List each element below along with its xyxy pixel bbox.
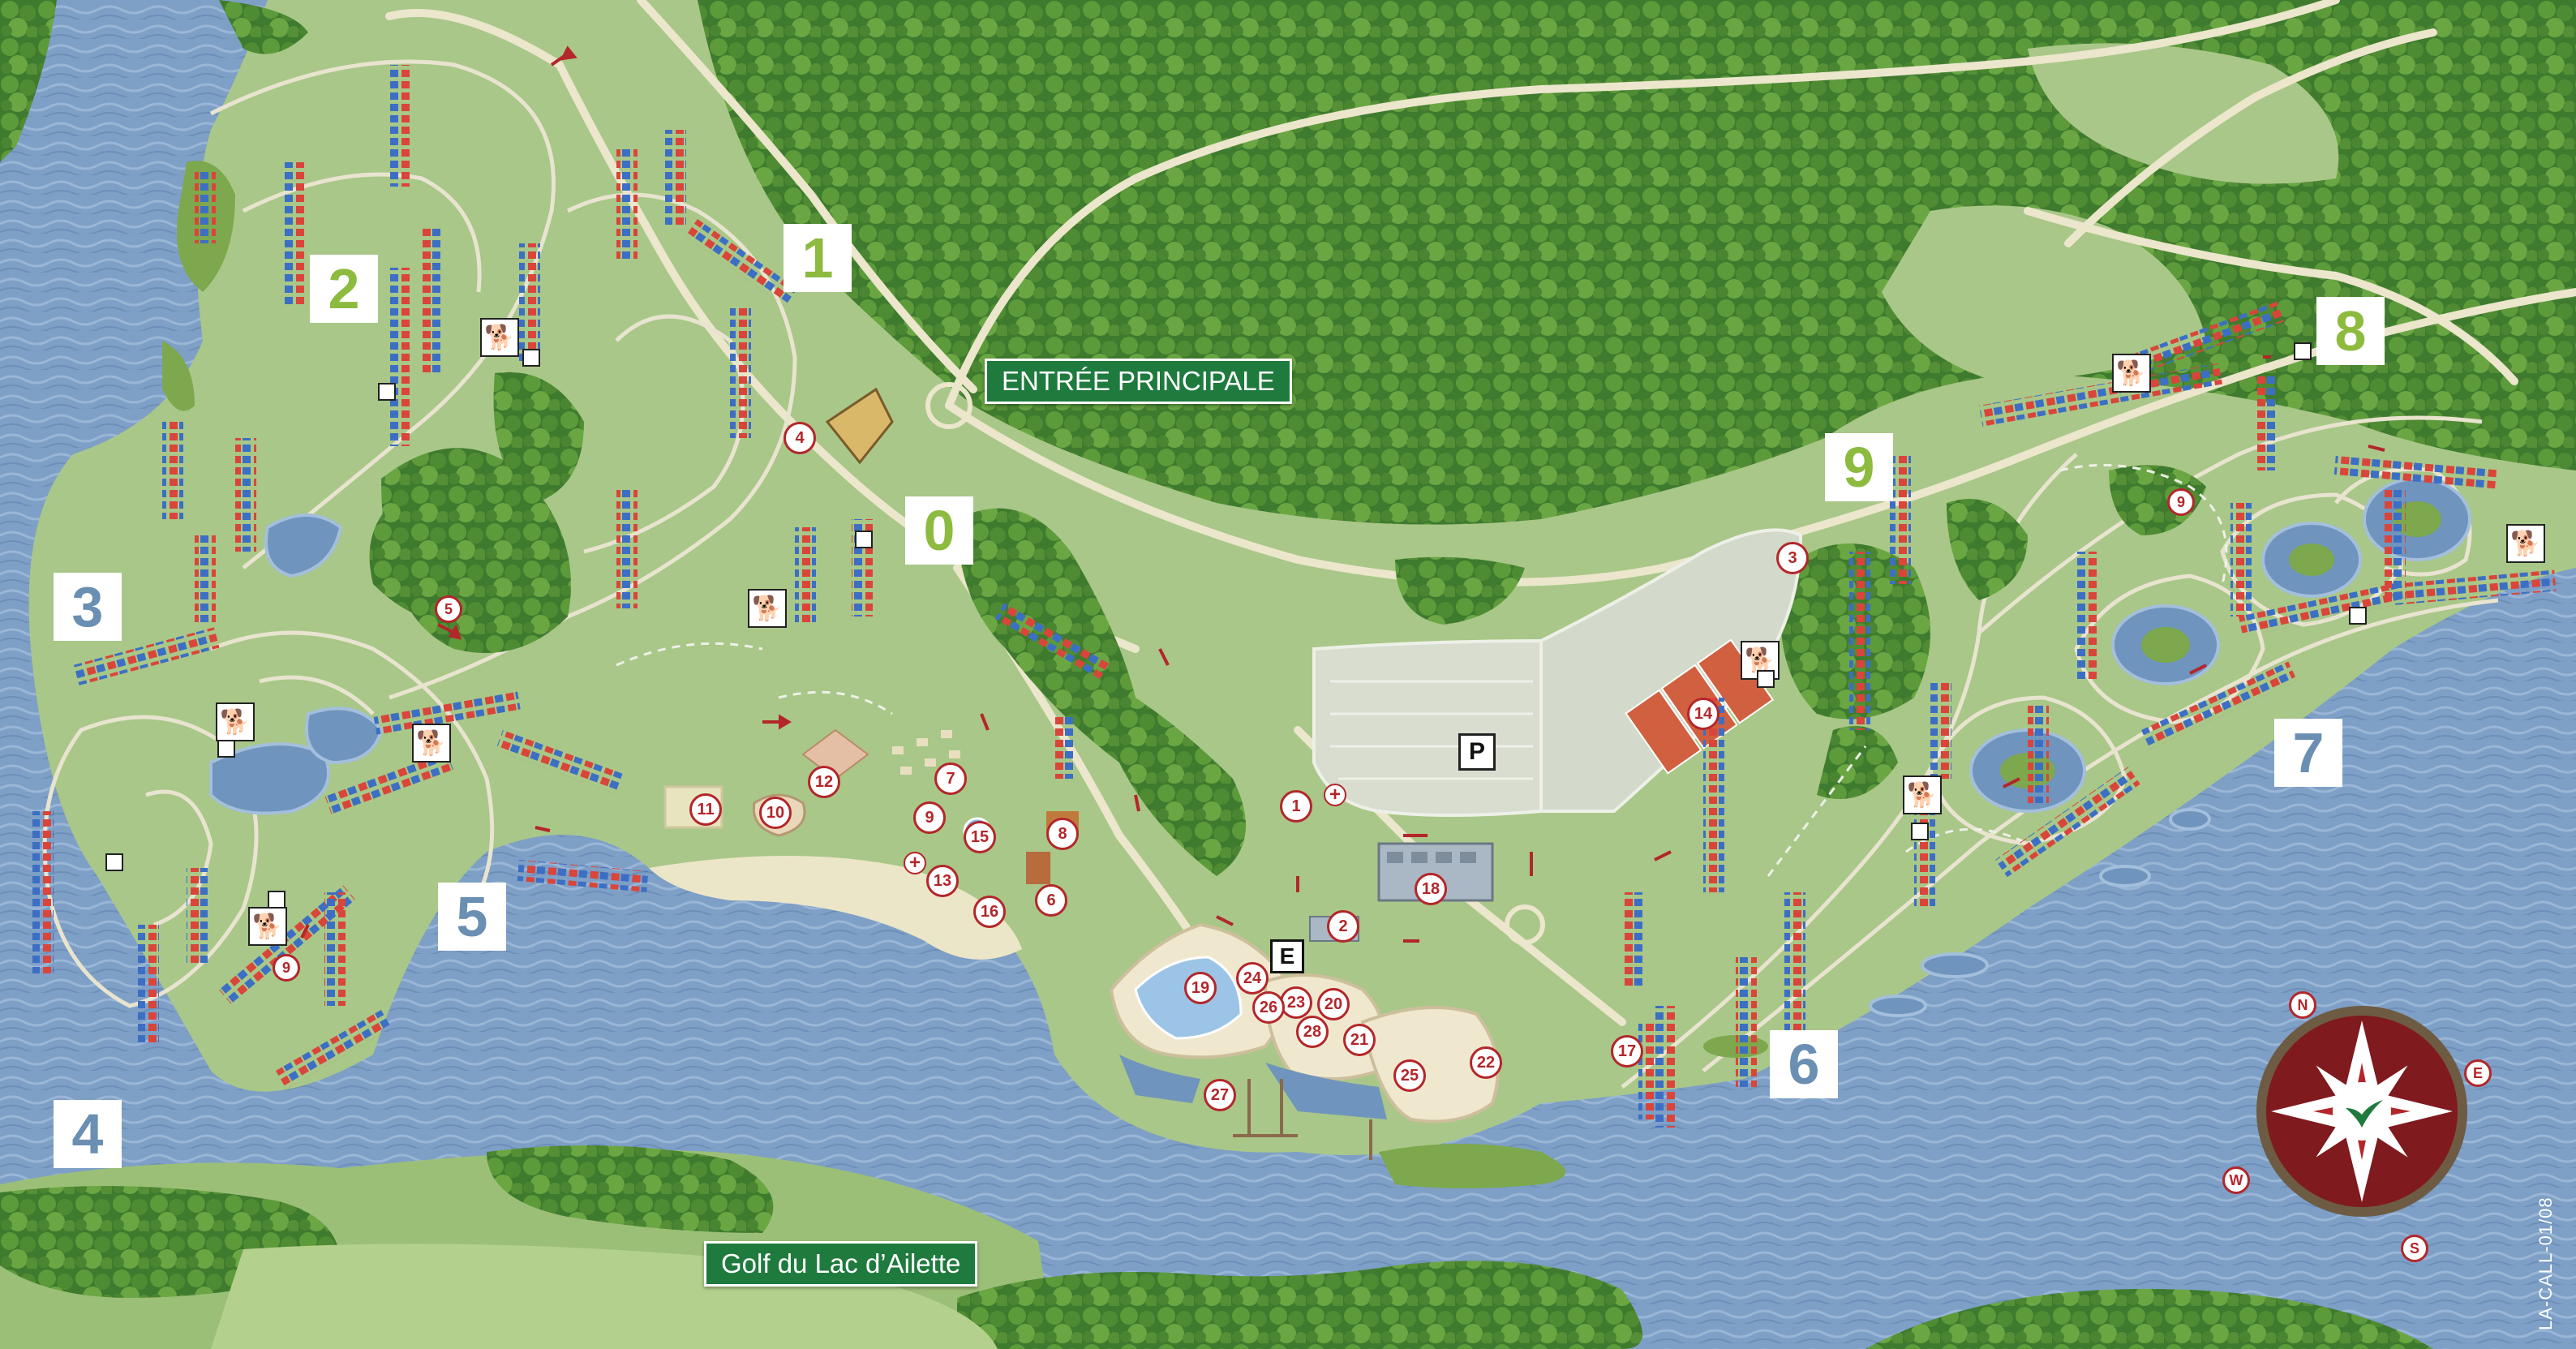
zone-1: 1 (784, 224, 852, 292)
facility-marker-10[interactable]: 10 (759, 797, 792, 829)
dog-icon: 🐕 (216, 702, 255, 741)
service-box-icon (1911, 823, 1929, 840)
facility-marker-25[interactable]: 25 (1393, 1059, 1426, 1092)
zone-0: 0 (905, 496, 973, 565)
facility-marker-16[interactable]: 16 (973, 896, 1006, 928)
service-box-icon (522, 349, 540, 367)
facility-marker-4[interactable]: 4 (784, 422, 816, 454)
facility-marker-15[interactable]: 15 (964, 821, 996, 853)
facility-marker-14[interactable]: 14 (1687, 698, 1719, 730)
zone-2: 2 (310, 255, 378, 323)
facility-marker-23[interactable]: 23 (1280, 986, 1312, 1019)
facility-marker-11[interactable]: 11 (689, 793, 722, 826)
service-box-icon (268, 891, 286, 909)
facility-marker-17[interactable]: 17 (1611, 1035, 1643, 1068)
service-box-icon (2349, 607, 2367, 625)
facility-marker-9-west[interactable]: 9 (273, 954, 300, 982)
facility-marker-9-east[interactable]: 9 (2167, 488, 2195, 516)
dog-icon: 🐕 (2112, 354, 2151, 393)
dog-icon: 🐕 (748, 589, 787, 628)
compass-south: S (2401, 1235, 2428, 1262)
zone-5: 5 (438, 883, 506, 951)
entrance-marker[interactable]: E (1270, 939, 1304, 973)
dog-icon: 🐕 (248, 907, 287, 946)
facility-marker-9-central[interactable]: 9 (913, 801, 946, 834)
service-box-icon (378, 383, 396, 401)
map-reference-code: LA-CALL-01/08 (2535, 1196, 2556, 1330)
facility-marker-27[interactable]: 27 (1204, 1079, 1236, 1111)
main-entrance-sign: ENTRÉE PRINCIPALE (985, 359, 1292, 404)
facility-marker-22[interactable]: 22 (1470, 1046, 1502, 1079)
facility-marker-1[interactable]: 1 (1280, 790, 1312, 823)
facility-marker-5[interactable]: 5 (435, 595, 462, 623)
golf-sign: Golf du Lac d’Ailette (704, 1241, 978, 1287)
facility-marker-19[interactable]: 19 (1184, 972, 1217, 1004)
zone-9: 9 (1825, 433, 1893, 501)
compass-rose (2256, 1006, 2467, 1217)
dog-icon: 🐕 (2506, 524, 2545, 563)
dog-icon: 🐕 (1903, 775, 1942, 814)
facility-marker-18[interactable]: 18 (1415, 873, 1447, 905)
zone-7: 7 (2274, 719, 2342, 787)
facility-marker-28[interactable]: 28 (1296, 1016, 1329, 1048)
compass-north: N (2289, 991, 2316, 1019)
dog-icon: 🐕 (480, 318, 519, 357)
facility-marker-12[interactable]: 12 (808, 766, 840, 798)
compass-west: W (2222, 1166, 2250, 1194)
zone-6: 6 (1770, 1030, 1838, 1098)
facility-marker-21[interactable]: 21 (1343, 1024, 1376, 1056)
zone-4: 4 (54, 1100, 122, 1168)
first-aid-icon: + (1324, 784, 1346, 806)
service-box-icon (855, 531, 873, 548)
facility-marker-7[interactable]: 7 (934, 763, 967, 795)
service-box-icon (105, 853, 123, 871)
service-box-icon (1757, 670, 1775, 688)
compass-east: E (2464, 1059, 2492, 1087)
facility-marker-3[interactable]: 3 (1776, 542, 1809, 574)
facility-marker-13[interactable]: 13 (926, 865, 959, 897)
service-box-icon (217, 740, 235, 758)
zone-8: 8 (2316, 297, 2385, 365)
service-box-icon (2294, 342, 2312, 360)
dog-icon: 🐕 (412, 724, 451, 763)
facility-marker-26[interactable]: 26 (1252, 991, 1285, 1024)
facility-marker-2[interactable]: 2 (1327, 910, 1359, 943)
facility-marker-6[interactable]: 6 (1035, 884, 1067, 917)
parking-marker[interactable]: P (1458, 733, 1496, 771)
facility-marker-20[interactable]: 20 (1317, 988, 1350, 1020)
zone-3: 3 (54, 573, 122, 641)
first-aid-icon: + (904, 852, 926, 874)
facility-marker-8[interactable]: 8 (1046, 818, 1079, 850)
facility-marker-24[interactable]: 24 (1236, 962, 1269, 995)
